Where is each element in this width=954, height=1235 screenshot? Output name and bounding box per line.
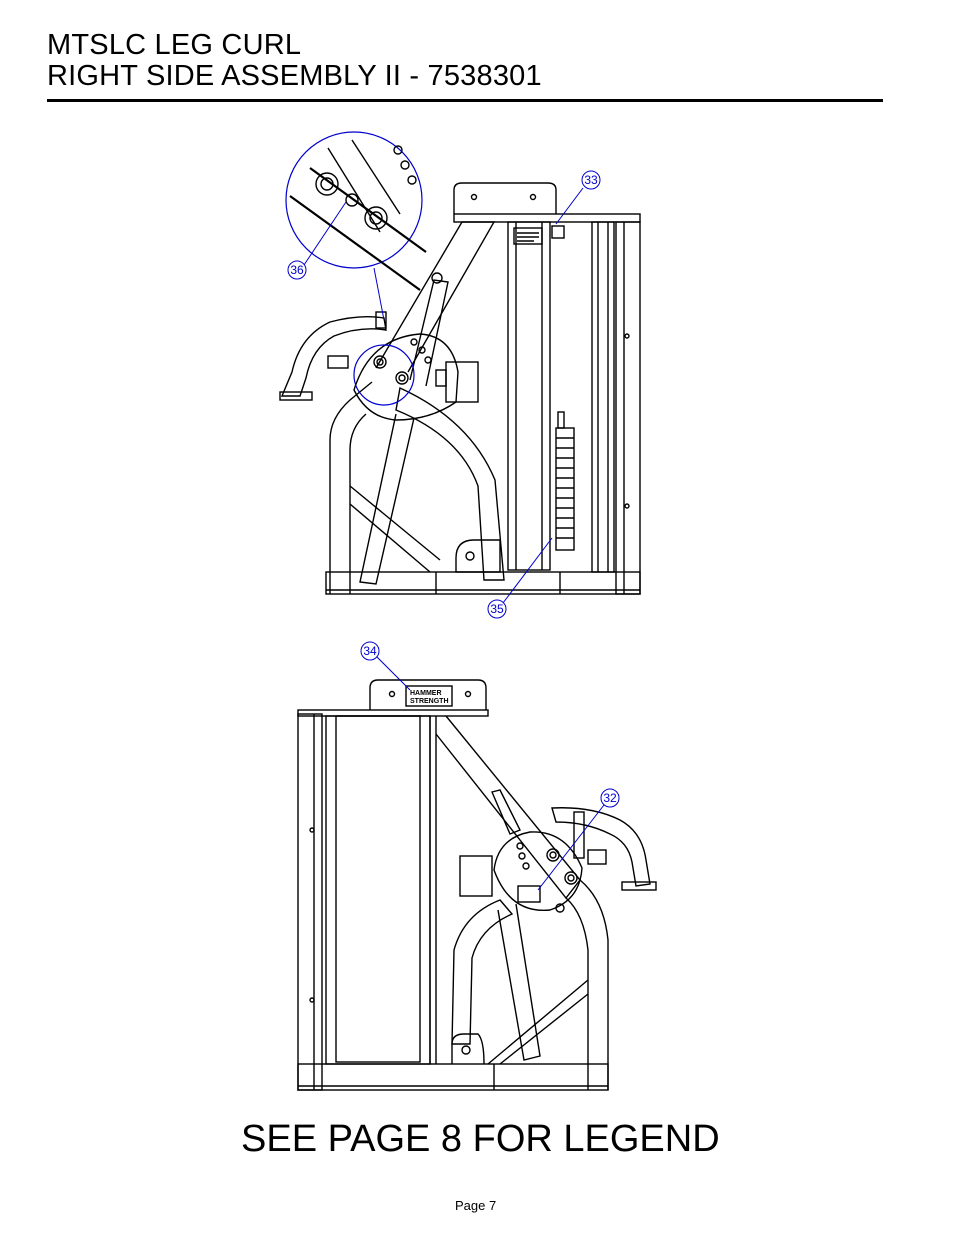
callout-32: 32 xyxy=(537,788,620,891)
callout-35: 35 xyxy=(487,537,553,619)
brand-decal-line2: STRENGTH xyxy=(410,698,449,705)
legend-reference-note: SEE PAGE 8 FOR LEGEND xyxy=(241,1118,720,1160)
title-underline xyxy=(47,99,883,102)
page-number: Page 7 xyxy=(455,1198,497,1213)
callout-34-label: 34 xyxy=(363,644,377,658)
top-assembly-view xyxy=(279,131,641,595)
title-line-1: MTSLC LEG CURL xyxy=(47,29,302,61)
page-title: MTSLC LEG CURL RIGHT SIDE ASSEMBLY II - … xyxy=(47,30,542,92)
bottom-assembly-view: HAMMER STRENGTH xyxy=(297,679,657,1091)
weight-stack-plates xyxy=(556,437,574,539)
callout-32-label: 32 xyxy=(603,791,617,805)
callout-36-label: 36 xyxy=(290,263,304,277)
callout-33: 33 xyxy=(555,170,601,225)
callout-33-label: 33 xyxy=(584,173,598,187)
detail-magnifier xyxy=(285,131,427,406)
callout-36: 36 xyxy=(287,201,347,280)
brand-decal-line1: HAMMER xyxy=(410,690,442,697)
callout-34: 34 xyxy=(360,641,411,691)
callout-35-label: 35 xyxy=(490,602,504,616)
title-line-2: RIGHT SIDE ASSEMBLY II - 7538301 xyxy=(47,60,542,92)
